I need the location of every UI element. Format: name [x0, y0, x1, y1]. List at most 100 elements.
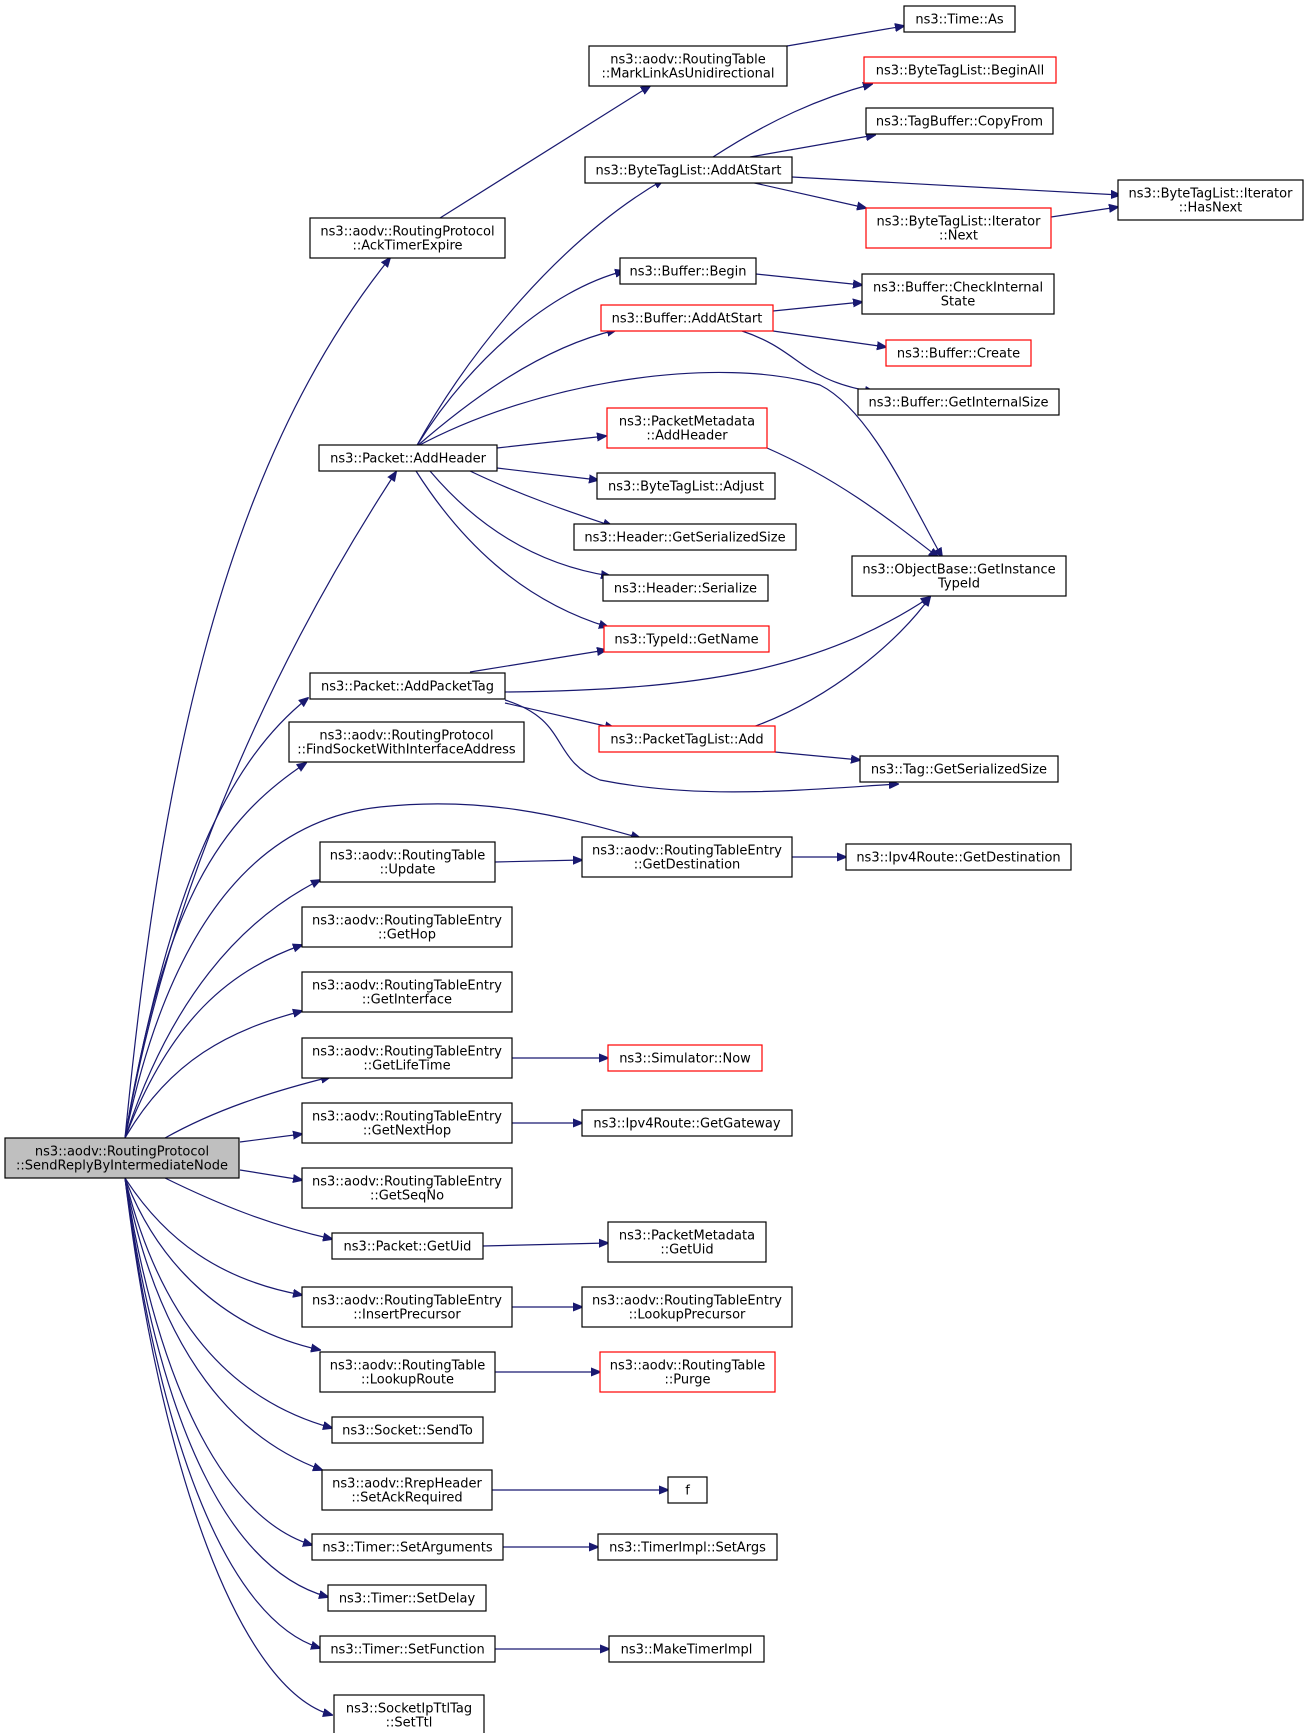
- node-packet-get-uid[interactable]: ns3::Packet::GetUid: [331, 1232, 484, 1260]
- node-box[interactable]: [1117, 179, 1304, 221]
- node-box[interactable]: [588, 45, 788, 87]
- node-box[interactable]: [301, 1102, 513, 1144]
- node-rt-update[interactable]: ns3::aodv::RoutingTable::Update: [319, 841, 496, 883]
- node-mark-link[interactable]: ns3::aodv::RoutingTable::MarkLinkAsUnidi…: [588, 45, 788, 87]
- node-box[interactable]: [309, 672, 506, 700]
- node-rte-get-destination[interactable]: ns3::aodv::RoutingTableEntry::GetDestina…: [581, 836, 793, 878]
- node-box[interactable]: [301, 1286, 513, 1328]
- node-box[interactable]: [581, 836, 793, 878]
- node-box[interactable]: [318, 444, 498, 472]
- node-set-ack-required[interactable]: ns3::aodv::RrepHeader::SetAckRequired: [321, 1469, 493, 1511]
- node-rte-get-life-time[interactable]: ns3::aodv::RoutingTableEntry::GetLifeTim…: [301, 1037, 513, 1079]
- node-rt-lookup-route[interactable]: ns3::aodv::RoutingTable::LookupRoute: [319, 1351, 496, 1393]
- node-box[interactable]: [861, 273, 1055, 315]
- node-box[interactable]: [301, 971, 513, 1013]
- node-add-at-start-btl[interactable]: ns3::ByteTagList::AddAtStart: [584, 156, 793, 184]
- node-box[interactable]: [333, 1694, 485, 1733]
- node-box[interactable]: [319, 1635, 496, 1663]
- node-make-timer-impl[interactable]: ns3::MakeTimerImpl: [608, 1635, 765, 1663]
- node-box[interactable]: [301, 906, 513, 948]
- node-packet-tag-list-add[interactable]: ns3::PacketTagList::Add: [598, 725, 776, 753]
- node-iter-next[interactable]: ns3::ByteTagList::Iterator::Next: [865, 207, 1052, 249]
- node-btl-adjust[interactable]: ns3::ByteTagList::Adjust: [596, 472, 776, 500]
- node-header-serialize[interactable]: ns3::Header::Serialize: [602, 574, 769, 602]
- node-root[interactable]: ns3::aodv::RoutingProtocol::SendReplyByI…: [4, 1137, 240, 1179]
- node-rte-lookup-precursor[interactable]: ns3::aodv::RoutingTableEntry::LookupPrec…: [581, 1286, 793, 1328]
- node-box[interactable]: [606, 407, 768, 449]
- node-box[interactable]: [573, 523, 797, 551]
- node-box[interactable]: [600, 304, 774, 332]
- node-box[interactable]: [331, 1232, 484, 1260]
- node-rte-get-seq-no[interactable]: ns3::aodv::RoutingTableEntry::GetSeqNo: [301, 1167, 513, 1209]
- node-box[interactable]: [865, 107, 1054, 135]
- node-box[interactable]: [301, 1037, 513, 1079]
- node-socket-send-to[interactable]: ns3::Socket::SendTo: [331, 1416, 484, 1444]
- node-box[interactable]: [845, 843, 1072, 871]
- node-box[interactable]: [851, 555, 1067, 597]
- node-f[interactable]: f: [667, 1476, 708, 1504]
- node-box[interactable]: [857, 388, 1060, 416]
- node-box[interactable]: [311, 1533, 504, 1561]
- node-box[interactable]: [607, 1221, 767, 1263]
- node-box[interactable]: [602, 574, 769, 602]
- node-find-socket[interactable]: ns3::aodv::RoutingProtocol::FindSocketWi…: [288, 721, 525, 763]
- node-simulator-now[interactable]: ns3::Simulator::Now: [607, 1044, 763, 1072]
- node-rt-purge[interactable]: ns3::aodv::RoutingTable::Purge: [599, 1351, 776, 1393]
- node-box[interactable]: [903, 5, 1016, 33]
- node-box[interactable]: [301, 1167, 513, 1209]
- node-tag-get-ser-size[interactable]: ns3::Tag::GetSerializedSize: [859, 755, 1059, 783]
- node-box[interactable]: [619, 257, 757, 285]
- node-ipv4-get-destination[interactable]: ns3::Ipv4Route::GetDestination: [845, 843, 1072, 871]
- node-box[interactable]: [859, 755, 1059, 783]
- node-has-next[interactable]: ns3::ByteTagList::Iterator::HasNext: [1117, 179, 1304, 221]
- node-pm-get-uid[interactable]: ns3::PacketMetadata::GetUid: [607, 1221, 767, 1263]
- node-box[interactable]: [319, 841, 496, 883]
- node-box[interactable]: [885, 339, 1032, 367]
- node-timer-set-arguments[interactable]: ns3::Timer::SetArguments: [311, 1533, 504, 1561]
- node-buffer-create[interactable]: ns3::Buffer::Create: [885, 339, 1032, 367]
- node-ack-timer-expire[interactable]: ns3::aodv::RoutingProtocol::AckTimerExpi…: [309, 217, 506, 259]
- node-box[interactable]: [865, 207, 1052, 249]
- node-type-id-get-name[interactable]: ns3::TypeId::GetName: [603, 625, 770, 653]
- node-box[interactable]: [321, 1469, 493, 1511]
- node-copy-from[interactable]: ns3::TagBuffer::CopyFrom: [865, 107, 1054, 135]
- node-box[interactable]: [607, 1044, 763, 1072]
- node-box[interactable]: [309, 217, 506, 259]
- node-rte-get-hop[interactable]: ns3::aodv::RoutingTableEntry::GetHop: [301, 906, 513, 948]
- node-get-internal-size[interactable]: ns3::Buffer::GetInternalSize: [857, 388, 1060, 416]
- node-timer-impl-set-args[interactable]: ns3::TimerImpl::SetArgs: [597, 1533, 778, 1561]
- node-box[interactable]: [4, 1137, 240, 1179]
- node-packet-add-header[interactable]: ns3::Packet::AddHeader: [318, 444, 498, 472]
- node-box[interactable]: [598, 725, 776, 753]
- node-buffer-add-at-start[interactable]: ns3::Buffer::AddAtStart: [600, 304, 774, 332]
- node-timer-set-function[interactable]: ns3::Timer::SetFunction: [319, 1635, 496, 1663]
- node-box[interactable]: [327, 1584, 487, 1612]
- node-box[interactable]: [596, 472, 776, 500]
- node-set-ttl[interactable]: ns3::SocketIpTtlTag::SetTtl: [333, 1694, 485, 1733]
- node-buffer-begin[interactable]: ns3::Buffer::Begin: [619, 257, 757, 285]
- node-rte-get-interface[interactable]: ns3::aodv::RoutingTableEntry::GetInterfa…: [301, 971, 513, 1013]
- node-box[interactable]: [331, 1416, 484, 1444]
- node-box[interactable]: [608, 1635, 765, 1663]
- node-time-as[interactable]: ns3::Time::As: [903, 5, 1016, 33]
- node-timer-set-delay[interactable]: ns3::Timer::SetDelay: [327, 1584, 487, 1612]
- node-rte-get-next-hop[interactable]: ns3::aodv::RoutingTableEntry::GetNextHop: [301, 1102, 513, 1144]
- node-box[interactable]: [603, 625, 770, 653]
- node-rte-insert-precursor[interactable]: ns3::aodv::RoutingTableEntry::InsertPrec…: [301, 1286, 513, 1328]
- node-box[interactable]: [584, 156, 793, 184]
- node-pm-add-header[interactable]: ns3::PacketMetadata::AddHeader: [606, 407, 768, 449]
- node-box[interactable]: [863, 56, 1057, 84]
- node-ipv4-get-gateway[interactable]: ns3::Ipv4Route::GetGateway: [581, 1109, 793, 1137]
- node-box[interactable]: [581, 1286, 793, 1328]
- node-box[interactable]: [319, 1351, 496, 1393]
- node-header-get-ser-size[interactable]: ns3::Header::GetSerializedSize: [573, 523, 797, 551]
- node-box[interactable]: [667, 1476, 708, 1504]
- node-box[interactable]: [581, 1109, 793, 1137]
- node-add-packet-tag[interactable]: ns3::Packet::AddPacketTag: [309, 672, 506, 700]
- node-box[interactable]: [599, 1351, 776, 1393]
- node-box[interactable]: [597, 1533, 778, 1561]
- node-box[interactable]: [288, 721, 525, 763]
- node-begin-all[interactable]: ns3::ByteTagList::BeginAll: [863, 56, 1057, 84]
